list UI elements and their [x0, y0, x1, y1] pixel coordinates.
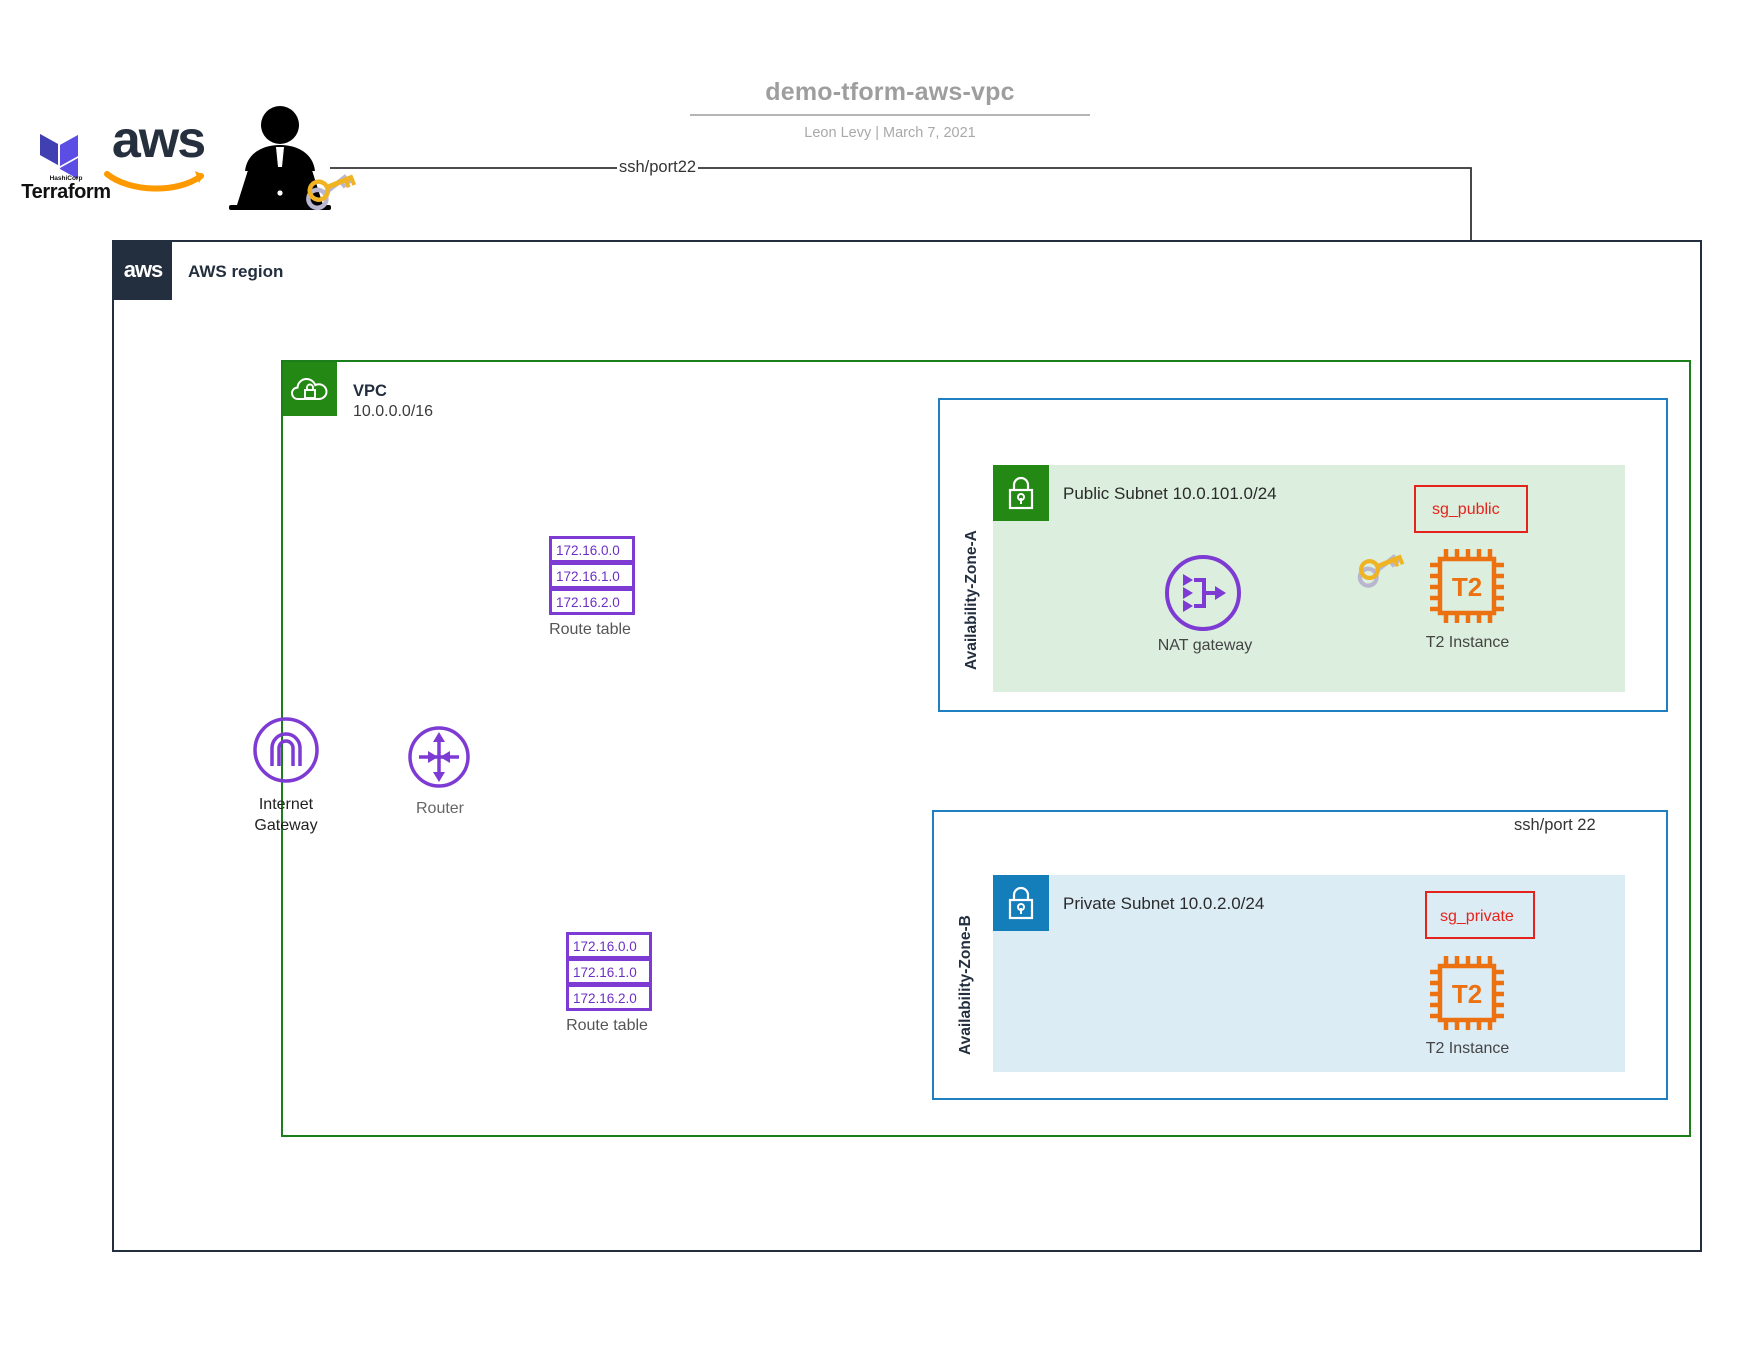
aws-logo: aws	[103, 112, 213, 195]
internet-gateway-caption: Internet Gateway	[220, 794, 352, 836]
route-entry: 172.16.0.0	[566, 932, 652, 959]
route-entry: 172.16.0.0	[549, 536, 635, 563]
route-entry: 172.16.2.0	[549, 588, 635, 615]
aws-region-label: AWS region	[188, 262, 284, 281]
terraform-wordmark: Terraform	[21, 181, 111, 203]
availability-zone-a-label: Availability-Zone-A	[963, 530, 980, 670]
security-group-private-box	[1425, 891, 1535, 939]
aws-region-badge-wordmark: aws	[123, 256, 164, 282]
private-subnet-title: Private Subnet 10.0.2.0/24	[1063, 894, 1265, 913]
ec2-chip-label: T2	[1452, 979, 1482, 1009]
public-subnet-area	[993, 465, 1625, 692]
internet-gateway-caption-line1: Internet	[258, 796, 314, 813]
route-table-public: 172.16.0.0 172.16.1.0 172.16.2.0 Route t…	[549, 536, 635, 639]
page-title: demo-tform-aws-vpc	[690, 78, 1090, 116]
aws-region-badge: aws	[114, 242, 172, 300]
vpc-boundary	[281, 360, 1691, 1137]
cloud-lock-icon	[291, 377, 328, 400]
internet-gateway-icon	[252, 716, 320, 784]
keys-icon	[300, 165, 360, 213]
route-table-caption: Route table	[549, 621, 631, 638]
internet-gateway-caption-line2: Gateway	[254, 817, 318, 834]
router-caption: Router	[415, 800, 465, 817]
route-table-caption: Route table	[566, 1017, 648, 1034]
terraform-logo: HashiCorp Terraform	[18, 118, 114, 204]
public-subnet-title: Public Subnet 10.0.101.0/24	[1063, 484, 1277, 503]
t2-private-caption: T2 Instance	[1425, 1040, 1510, 1057]
route-entry: 172.16.2.0	[566, 984, 652, 1011]
terraform-mark-icon	[40, 134, 78, 179]
padlock-icon	[1008, 476, 1034, 510]
route-entry: 172.16.1.0	[566, 958, 652, 985]
person-at-laptop-icon	[215, 105, 345, 210]
page-byline: Leon Levy | March 7, 2021	[804, 125, 976, 141]
keys-icon	[1352, 545, 1408, 591]
availability-zone-a-boundary	[938, 398, 1668, 712]
route-entry: 172.16.1.0	[549, 562, 635, 589]
vpc-label: VPC	[353, 382, 387, 400]
ssh-top-edge-label: ssh/port22	[617, 158, 699, 177]
private-subnet-area	[993, 875, 1625, 1072]
terraform-hashicorp-label: HashiCorp	[49, 175, 83, 182]
ec2-instance-icon: T2	[1424, 543, 1510, 629]
vpc-badge	[283, 362, 337, 416]
t2-public-caption: T2 Instance	[1425, 634, 1510, 651]
title-block: demo-tform-aws-vpc Leon Levy | March 7, …	[690, 78, 1090, 141]
nat-gateway-caption: NAT gateway	[1157, 637, 1253, 654]
security-group-public-label: sg_public	[1432, 501, 1500, 518]
availability-zone-b-boundary	[932, 810, 1668, 1100]
aws-smile-icon	[104, 171, 204, 192]
availability-zone-b-label: Availability-Zone-B	[957, 915, 974, 1055]
security-group-private-label: sg_private	[1440, 908, 1514, 925]
ec2-instance-icon: T2	[1424, 950, 1510, 1036]
aws-region-boundary	[112, 240, 1702, 1252]
vpc-cidr-label: 10.0.0.0/16	[353, 403, 434, 420]
ssh-bottom-edge-label: ssh/port 22	[1512, 816, 1598, 835]
ec2-chip-label: T2	[1452, 572, 1482, 602]
nat-gateway-icon	[1163, 553, 1243, 633]
router-icon	[407, 725, 471, 789]
security-group-public-box	[1414, 485, 1528, 533]
private-subnet-badge	[993, 875, 1049, 931]
public-subnet-badge	[993, 465, 1049, 521]
aws-wordmark: aws	[111, 111, 206, 169]
padlock-icon	[1008, 886, 1034, 920]
route-table-private: 172.16.0.0 172.16.1.0 172.16.2.0 Route t…	[566, 932, 652, 1035]
